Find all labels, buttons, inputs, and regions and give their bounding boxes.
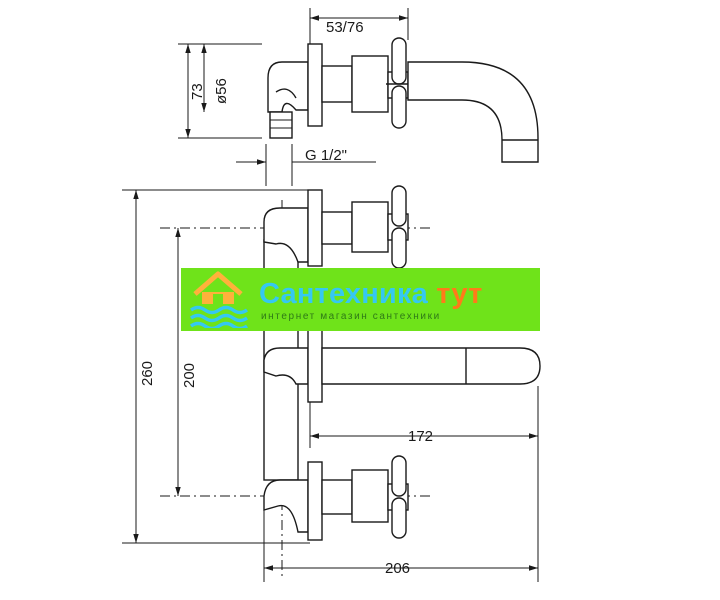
- curved-spout: [407, 61, 539, 163]
- wall-elbow: [267, 61, 309, 113]
- handle-arm: [391, 37, 407, 85]
- elbow-curve: [275, 88, 297, 99]
- flange-top: [307, 189, 323, 267]
- handle-arm: [391, 85, 407, 129]
- handle-arm-bottom: [391, 455, 407, 497]
- dim-diameter-label: ø56: [213, 78, 230, 104]
- watermark-title-part1: Сантехника: [259, 278, 429, 310]
- handle-arm-top: [391, 227, 407, 269]
- dim-200-label: 200: [181, 363, 198, 388]
- flange-middle: [307, 325, 323, 403]
- straight-spout: [321, 347, 541, 385]
- watermark-title: Сантехника тут: [259, 278, 483, 310]
- dim-172-label: 172: [408, 428, 433, 445]
- side-view: 53/76 73 ø56 G 1/2": [178, 8, 539, 186]
- house-waves-icon: [189, 271, 249, 328]
- dim-206-label: 206: [385, 560, 410, 577]
- dim-projection-label: 53/76: [326, 19, 364, 36]
- valve-housing: [351, 55, 389, 113]
- wall-flange: [307, 43, 323, 127]
- handle-arm-top: [391, 185, 407, 227]
- flange-bottom: [307, 461, 323, 541]
- dim-73-label: 73: [189, 83, 206, 100]
- front-view: 260 200: [122, 185, 541, 582]
- bottom-elbow: [263, 479, 309, 533]
- housing-top: [351, 201, 389, 253]
- valve-body: [321, 65, 353, 103]
- watermark-subtitle: интернет магазин сантехники: [261, 311, 441, 322]
- watermark-banner: Сантехника тут интернет магазин сантехни…: [181, 268, 540, 331]
- dim-thread-label: G 1/2": [305, 147, 347, 164]
- housing-bottom: [351, 469, 389, 523]
- valve-top: [321, 211, 353, 245]
- dim-260-label: 260: [139, 361, 156, 386]
- watermark-title-part2: тут: [436, 278, 483, 310]
- valve-bottom: [321, 479, 353, 515]
- handle-arm-bottom: [391, 497, 407, 539]
- thread-stub: [269, 111, 293, 139]
